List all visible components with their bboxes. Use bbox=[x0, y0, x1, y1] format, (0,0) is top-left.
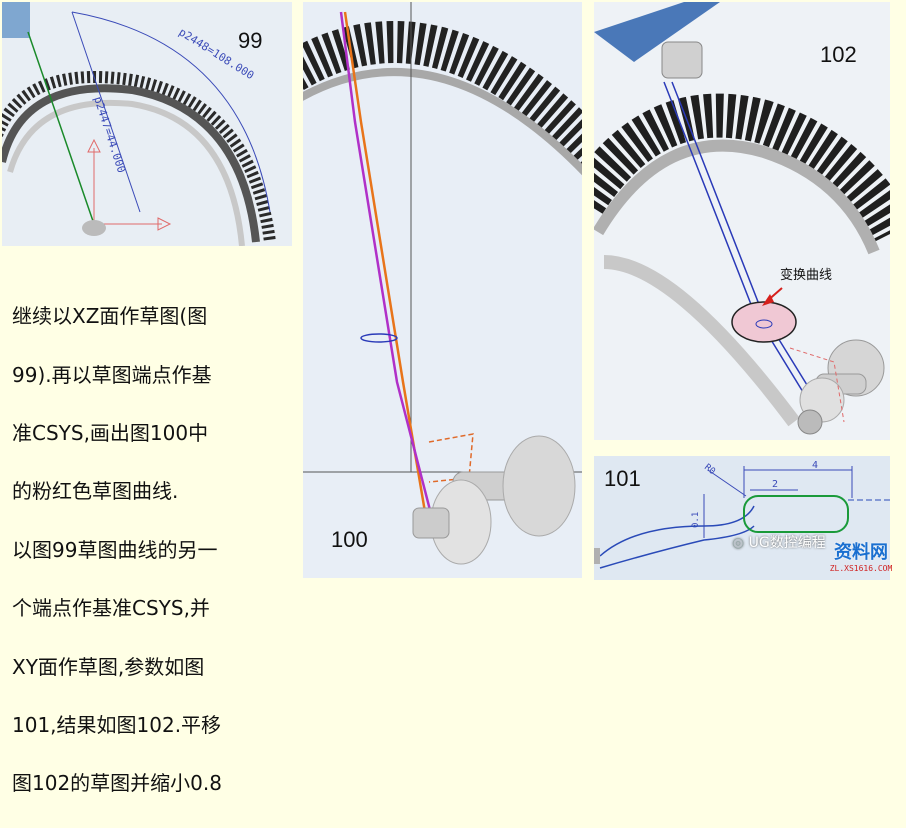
tire-tread bbox=[303, 21, 582, 171]
blue-curve-lower bbox=[599, 525, 755, 569]
figure-number-101: 101 bbox=[604, 466, 641, 491]
headset bbox=[661, 41, 703, 79]
dim-label-2: 2 bbox=[772, 479, 778, 490]
blue-curve-upper bbox=[599, 505, 755, 557]
figure-100-render bbox=[303, 2, 582, 565]
site-logo-text: 资料网 bbox=[834, 542, 888, 563]
wechat-watermark: ◎ UG数控编程 bbox=[732, 532, 826, 552]
description-line: XY面作草图,参数如图 bbox=[12, 654, 205, 679]
figure-101-panel: 4 2 R0 0.1 101 bbox=[594, 456, 890, 580]
figure-number-102: 102 bbox=[820, 42, 857, 67]
tire-tread bbox=[594, 93, 890, 243]
arrow-right-icon bbox=[157, 217, 172, 231]
orange-curve bbox=[343, 11, 427, 513]
description-line: 个端点作基准CSYS,并 bbox=[12, 596, 210, 621]
frame-tube bbox=[594, 2, 720, 62]
dimension-line bbox=[71, 11, 141, 213]
description-line: 99).再以草图端点作基 bbox=[12, 362, 212, 387]
wheel-rim bbox=[7, 99, 245, 246]
section-ellipse bbox=[360, 333, 398, 343]
dimension-label-b: p2447=44.000 bbox=[91, 95, 128, 175]
description-line: 的粉红色草图曲线. bbox=[12, 479, 179, 504]
wechat-account: UG数控编程 bbox=[748, 535, 826, 551]
wheel-rim bbox=[303, 68, 582, 176]
description-line: 101,结果如图102.平移 bbox=[12, 713, 222, 738]
figure-99-render: p2448=108.000 p2447=44.000 bbox=[2, 2, 276, 246]
tire-tread bbox=[2, 71, 276, 243]
figure-number-100: 100 bbox=[331, 527, 368, 552]
green-profile bbox=[743, 495, 849, 533]
dim-label-v: 0.1 bbox=[691, 512, 701, 528]
site-url: ZL.XS1616.COM bbox=[829, 564, 893, 573]
wheel-rim bbox=[594, 139, 880, 255]
hub-end bbox=[82, 220, 106, 236]
rim-lower bbox=[603, 255, 800, 427]
description-line: 准CSYS,画出图100中 bbox=[12, 421, 209, 446]
callout-label: 变换曲线 bbox=[780, 268, 833, 283]
arrow-icon bbox=[762, 294, 774, 306]
hub-flange-right bbox=[502, 435, 576, 537]
figure-102-render bbox=[594, 2, 890, 435]
figure-101-render: 4 2 R0 0.1 bbox=[594, 460, 890, 569]
datum-csys bbox=[789, 347, 845, 423]
description-line: 继续以XZ面作草图(图 bbox=[12, 304, 208, 329]
wechat-icon: ◎ bbox=[732, 535, 745, 551]
dim-line-r bbox=[707, 469, 747, 497]
hub-axle bbox=[797, 409, 823, 435]
dim-label-4: 4 bbox=[812, 460, 818, 471]
pink-sketch-curve bbox=[339, 11, 433, 515]
figure-number-99: 99 bbox=[238, 28, 263, 53]
description-text: 继续以XZ面作草图(图 99).再以草图端点作基 准CSYS,画出图100中 的… bbox=[12, 273, 287, 828]
dimension-arc bbox=[71, 11, 271, 213]
sketch-line bbox=[27, 31, 95, 225]
description-line: 以图99草图曲线的另一 bbox=[12, 537, 218, 562]
section-ellipse bbox=[755, 319, 773, 329]
frame-tube bbox=[2, 2, 30, 38]
tire-body bbox=[2, 84, 260, 243]
description-line: 图102的草图并缩小0.8 bbox=[12, 771, 222, 796]
transform-curve-highlight bbox=[731, 301, 797, 343]
site-watermark: 资料网 ZL.XS1616.COM bbox=[818, 538, 904, 584]
figure-100-panel: 100 bbox=[303, 2, 582, 578]
hub-axle bbox=[412, 507, 450, 539]
hub-stub bbox=[594, 548, 600, 564]
figure-99-panel: p2448=108.000 p2447=44.000 99 bbox=[2, 2, 292, 246]
arrow-up-icon bbox=[87, 138, 101, 153]
datum-csys bbox=[428, 433, 474, 483]
figure-102-panel: 102 变换曲线 bbox=[594, 2, 890, 440]
